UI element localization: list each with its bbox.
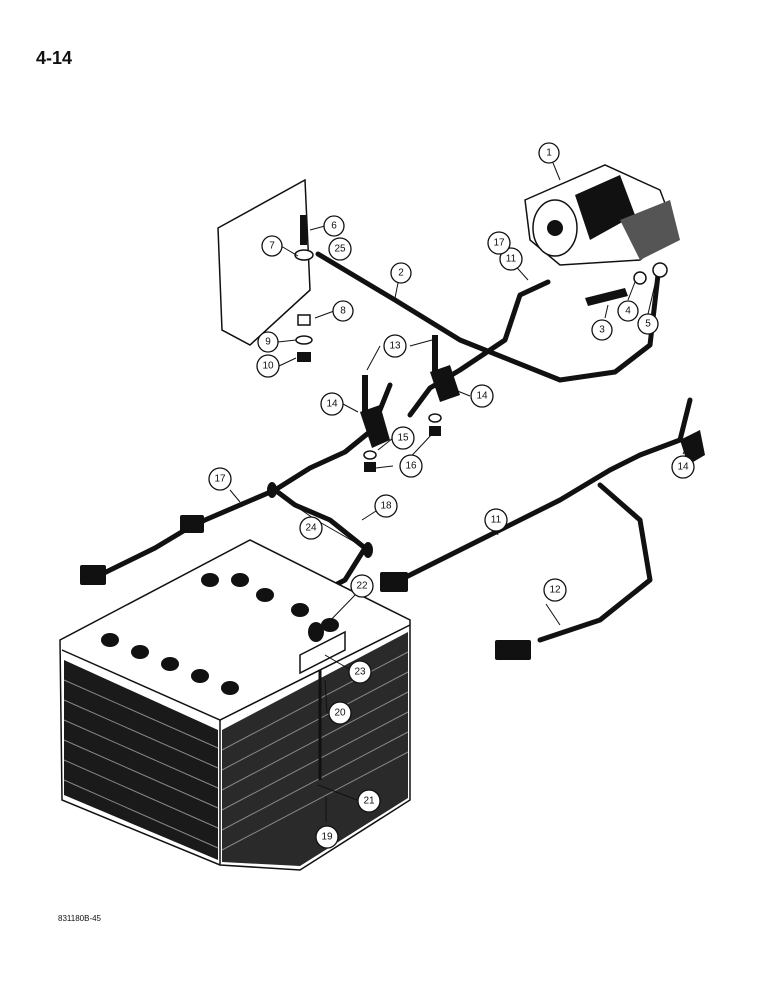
cable-12 <box>537 482 653 643</box>
terminal-cap <box>495 640 531 660</box>
terminal-cap <box>80 565 106 585</box>
svg-text:14: 14 <box>476 391 488 402</box>
leader-lines <box>229 162 691 822</box>
svg-text:17: 17 <box>214 474 226 485</box>
svg-text:11: 11 <box>491 515 502 526</box>
callout-23: 23 <box>348 660 372 684</box>
callout-2: 2 <box>390 262 412 284</box>
cable-17-upper <box>407 279 551 418</box>
svg-text:5: 5 <box>645 319 651 330</box>
callout-14: 14 <box>320 392 344 416</box>
callout-10: 10 <box>256 354 280 378</box>
callout-21: 21 <box>357 789 381 813</box>
svg-text:14: 14 <box>677 462 689 473</box>
svg-text:16: 16 <box>405 461 417 472</box>
page-number: 4-14 <box>36 48 73 68</box>
svg-text:20: 20 <box>334 708 346 719</box>
callout-6: 6 <box>323 215 345 237</box>
svg-text:2: 2 <box>398 268 404 279</box>
hardware <box>267 215 705 558</box>
svg-text:7: 7 <box>269 241 275 252</box>
svg-text:9: 9 <box>265 337 271 348</box>
terminal-cap <box>180 515 204 533</box>
cable-2 <box>315 251 661 383</box>
callout-7: 7 <box>261 235 283 257</box>
callout-11: 11 <box>484 508 508 532</box>
callout-14: 14 <box>470 384 494 408</box>
callout-18: 18 <box>374 494 398 518</box>
svg-text:10: 10 <box>262 361 274 372</box>
svg-text:21: 21 <box>363 796 375 807</box>
callout-3: 3 <box>591 319 613 341</box>
svg-text:22: 22 <box>356 581 368 592</box>
callout-19: 19 <box>315 825 339 849</box>
svg-text:18: 18 <box>380 501 392 512</box>
terminal-cap <box>380 572 408 592</box>
callout-5: 5 <box>637 313 659 335</box>
svg-text:12: 12 <box>549 585 561 596</box>
svg-text:24: 24 <box>305 523 317 534</box>
callout-25: 25 <box>328 237 352 261</box>
callout-15: 15 <box>391 426 415 450</box>
battery <box>59 539 411 871</box>
svg-text:17: 17 <box>493 238 505 249</box>
svg-text:23: 23 <box>354 667 366 678</box>
callout-13: 13 <box>383 334 407 358</box>
svg-text:25: 25 <box>334 244 346 255</box>
callout-11: 11 <box>499 247 523 271</box>
callout-9: 9 <box>257 331 279 353</box>
svg-text:6: 6 <box>331 221 337 232</box>
callout-24: 24 <box>299 516 323 540</box>
callout-22: 22 <box>350 574 374 598</box>
callout-4: 4 <box>617 300 639 322</box>
svg-text:8: 8 <box>340 306 346 317</box>
svg-text:4: 4 <box>625 306 631 317</box>
mounting-plate <box>217 178 311 346</box>
callout-16: 16 <box>399 454 423 478</box>
callout-20: 20 <box>328 701 352 725</box>
callout-1: 1 <box>538 142 560 164</box>
callout-17: 17 <box>208 467 232 491</box>
callout-8: 8 <box>332 300 354 322</box>
callout-14: 14 <box>671 455 695 479</box>
cable-18 <box>272 487 368 601</box>
svg-text:11: 11 <box>506 254 517 265</box>
callout-12: 12 <box>543 578 567 602</box>
drawing-code: 831180B-45 <box>58 914 101 923</box>
svg-text:14: 14 <box>326 399 338 410</box>
callout-17: 17 <box>487 231 511 255</box>
svg-text:1: 1 <box>546 148 552 159</box>
svg-text:13: 13 <box>389 341 401 352</box>
svg-text:3: 3 <box>599 325 605 336</box>
svg-text:15: 15 <box>397 433 409 444</box>
svg-text:19: 19 <box>321 832 333 843</box>
starter-motor <box>524 164 680 266</box>
